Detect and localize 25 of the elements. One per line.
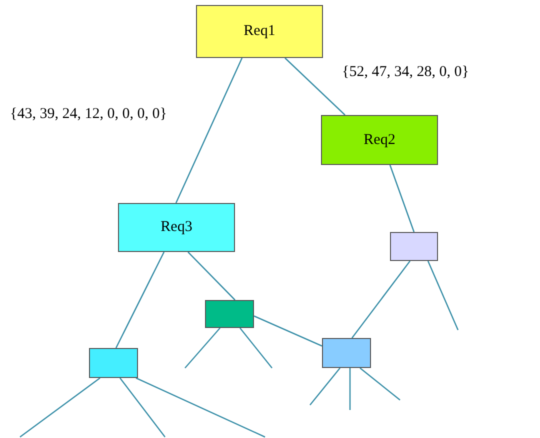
empty-box <box>322 338 371 368</box>
branch-line <box>136 377 266 438</box>
edge-label: {52, 47, 34, 28, 0, 0} <box>342 64 469 81</box>
branch-line <box>240 328 272 368</box>
requirement-box: Req3 <box>118 203 235 252</box>
branch-line <box>184 328 220 368</box>
connector-line <box>284 58 346 116</box>
connector-line <box>115 252 165 348</box>
empty-box <box>89 348 138 378</box>
branch-line <box>427 260 459 330</box>
branch-line <box>20 377 100 438</box>
edge-label: {43, 39, 24, 12, 0, 0, 0, 0} <box>10 106 167 123</box>
branch-line <box>360 368 400 400</box>
empty-box <box>205 300 254 328</box>
requirement-box: Req2 <box>321 115 438 165</box>
connector-line <box>188 252 236 300</box>
requirement-box: Req1 <box>196 5 323 58</box>
connector-line <box>175 58 243 204</box>
branch-line <box>310 368 340 406</box>
branch-line <box>119 378 166 438</box>
connector-line <box>254 315 322 347</box>
connector-line <box>351 260 411 338</box>
empty-box <box>390 232 438 261</box>
connector-line <box>389 164 415 232</box>
branch-line <box>349 368 351 410</box>
